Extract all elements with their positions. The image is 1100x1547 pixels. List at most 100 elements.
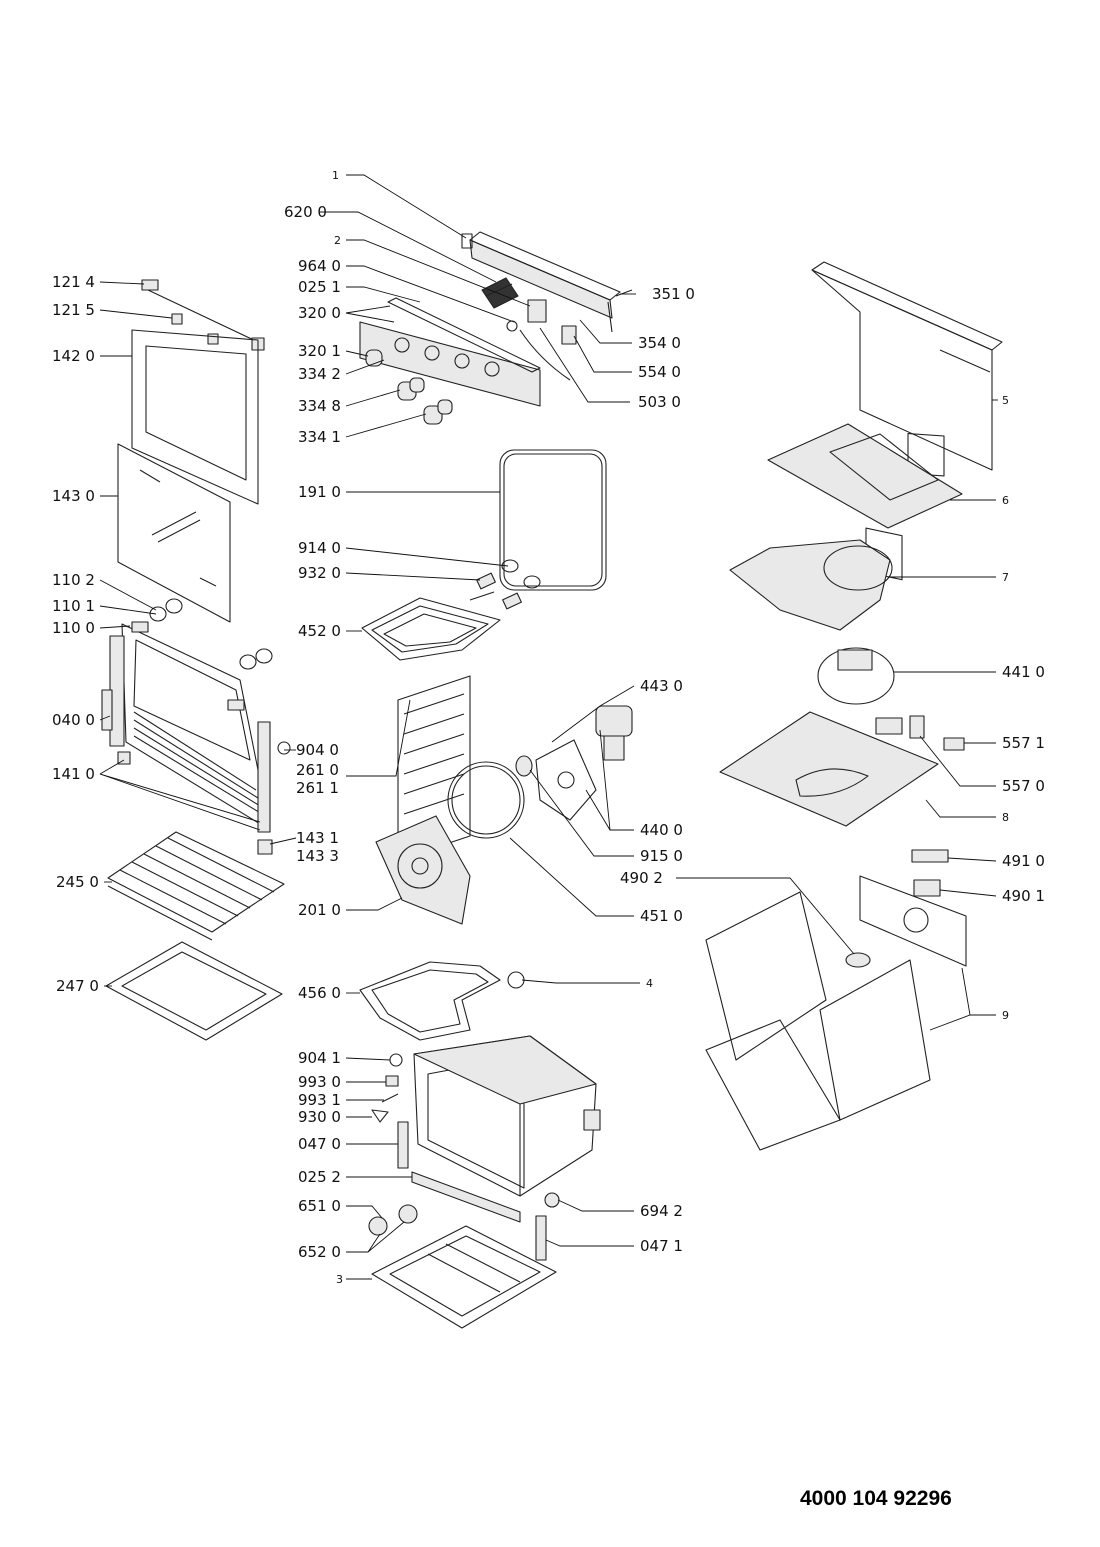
label-351-0: 351 0 <box>652 285 695 303</box>
right-support-part <box>535 1215 547 1261</box>
label-7: 7 <box>1002 571 1009 584</box>
label-334-2: 334 2 <box>298 365 341 383</box>
label-914-0: 914 0 <box>298 539 341 557</box>
circular-element-inner <box>451 765 521 835</box>
label-320-0: 320 0 <box>298 304 341 322</box>
label-440-0: 440 0 <box>640 821 683 839</box>
label-025-1: 025 1 <box>298 278 341 296</box>
leader-lines <box>99 174 998 1280</box>
door-washers <box>149 598 273 670</box>
label-110-1: 110 1 <box>52 597 95 615</box>
label-490-2: 490 2 <box>620 869 663 887</box>
fan-cover <box>375 815 471 925</box>
label-025-2: 025 2 <box>298 1168 341 1186</box>
label-334-8: 334 8 <box>298 397 341 415</box>
label-993-0: 993 0 <box>298 1073 341 1091</box>
label-557-0: 557 0 <box>1002 777 1045 795</box>
part-labels: 1 620 0 2 964 0 025 1 320 0 320 1 334 2 … <box>52 169 1045 1286</box>
label-8: 8 <box>1002 811 1009 824</box>
label-2: 2 <box>334 234 341 247</box>
door-switch-part <box>909 715 925 739</box>
label-261-0: 261 0 <box>296 761 339 779</box>
capillary-part <box>519 329 571 381</box>
terminal-strip-part <box>911 849 949 863</box>
label-557-1: 557 1 <box>1002 734 1045 752</box>
wire-shelf <box>107 831 285 941</box>
top-cover <box>767 423 963 529</box>
label-694-2: 694 2 <box>640 1202 683 1220</box>
oven-cavity <box>413 1035 601 1197</box>
outer-casing <box>705 875 967 1151</box>
bottom-element <box>359 961 525 1041</box>
label-6: 6 <box>1002 494 1009 507</box>
fan-motor <box>535 705 633 821</box>
fuse-part <box>615 289 633 297</box>
baking-tray <box>105 941 283 1041</box>
label-121-4: 121 4 <box>52 273 95 291</box>
label-143-3: 143 3 <box>296 847 339 865</box>
label-932-0: 932 0 <box>298 564 341 582</box>
label-964-0: 964 0 <box>298 257 341 275</box>
bottom-plate <box>371 1225 557 1329</box>
label-904-1: 904 1 <box>298 1049 341 1067</box>
lamp-cover-part <box>544 1192 560 1208</box>
label-4: 4 <box>646 977 653 990</box>
switch-part <box>527 299 547 323</box>
front-knobs <box>368 1204 418 1236</box>
label-110-2: 110 2 <box>52 571 95 589</box>
label-261-1: 261 1 <box>296 779 339 797</box>
label-9: 9 <box>1002 1009 1009 1022</box>
label-490-1: 490 1 <box>1002 887 1045 905</box>
door-glass <box>117 443 231 623</box>
top-plate <box>719 711 939 827</box>
label-334-1: 334 1 <box>298 428 341 446</box>
label-915-0: 915 0 <box>640 847 683 865</box>
label-142-0: 142 0 <box>52 347 95 365</box>
label-452-0: 452 0 <box>298 622 341 640</box>
label-451-0: 451 0 <box>640 907 683 925</box>
outer-door <box>109 621 271 833</box>
label-456-0: 456 0 <box>298 984 341 1002</box>
side-runners <box>397 675 471 861</box>
label-554-0: 554 0 <box>638 363 681 381</box>
label-620-0: 620 0 <box>284 203 327 221</box>
lamp-holder-part <box>506 320 518 332</box>
document-number: 4000 104 92296 <box>800 1487 952 1510</box>
label-121-5: 121 5 <box>52 301 95 319</box>
cooling-fan <box>817 647 895 705</box>
label-503-0: 503 0 <box>638 393 681 411</box>
label-040-0: 040 0 <box>52 711 95 729</box>
label-652-0: 652 0 <box>298 1243 341 1261</box>
label-047-1: 047 1 <box>640 1237 683 1255</box>
label-651-0: 651 0 <box>298 1197 341 1215</box>
rear-panel <box>811 261 1003 581</box>
label-491-0: 491 0 <box>1002 852 1045 870</box>
label-143-1: 143 1 <box>296 829 339 847</box>
label-245-0: 245 0 <box>56 873 99 891</box>
label-930-0: 930 0 <box>298 1108 341 1126</box>
door-seal-inner <box>503 453 603 587</box>
terminal-block-part <box>481 277 519 309</box>
label-441-0: 441 0 <box>1002 663 1045 681</box>
label-247-0: 247 0 <box>56 977 99 995</box>
label-141-0: 141 0 <box>52 765 95 783</box>
label-443-0: 443 0 <box>640 677 683 695</box>
label-110-0: 110 0 <box>52 619 95 637</box>
control-bracket <box>461 231 621 333</box>
small-fittings <box>371 1053 409 1169</box>
label-320-1: 320 1 <box>298 342 341 360</box>
connector-part <box>913 879 941 897</box>
label-904-0: 904 0 <box>296 741 339 759</box>
label-993-1: 993 1 <box>298 1091 341 1109</box>
circular-element <box>447 761 525 839</box>
label-5: 5 <box>1002 394 1009 407</box>
spacer-part <box>515 755 533 777</box>
label-201-0: 201 0 <box>298 901 341 919</box>
label-143-0: 143 0 <box>52 487 95 505</box>
grill-element <box>361 559 541 661</box>
fan-duct <box>729 539 893 631</box>
label-354-0: 354 0 <box>638 334 681 352</box>
label-047-0: 047 0 <box>298 1135 341 1153</box>
